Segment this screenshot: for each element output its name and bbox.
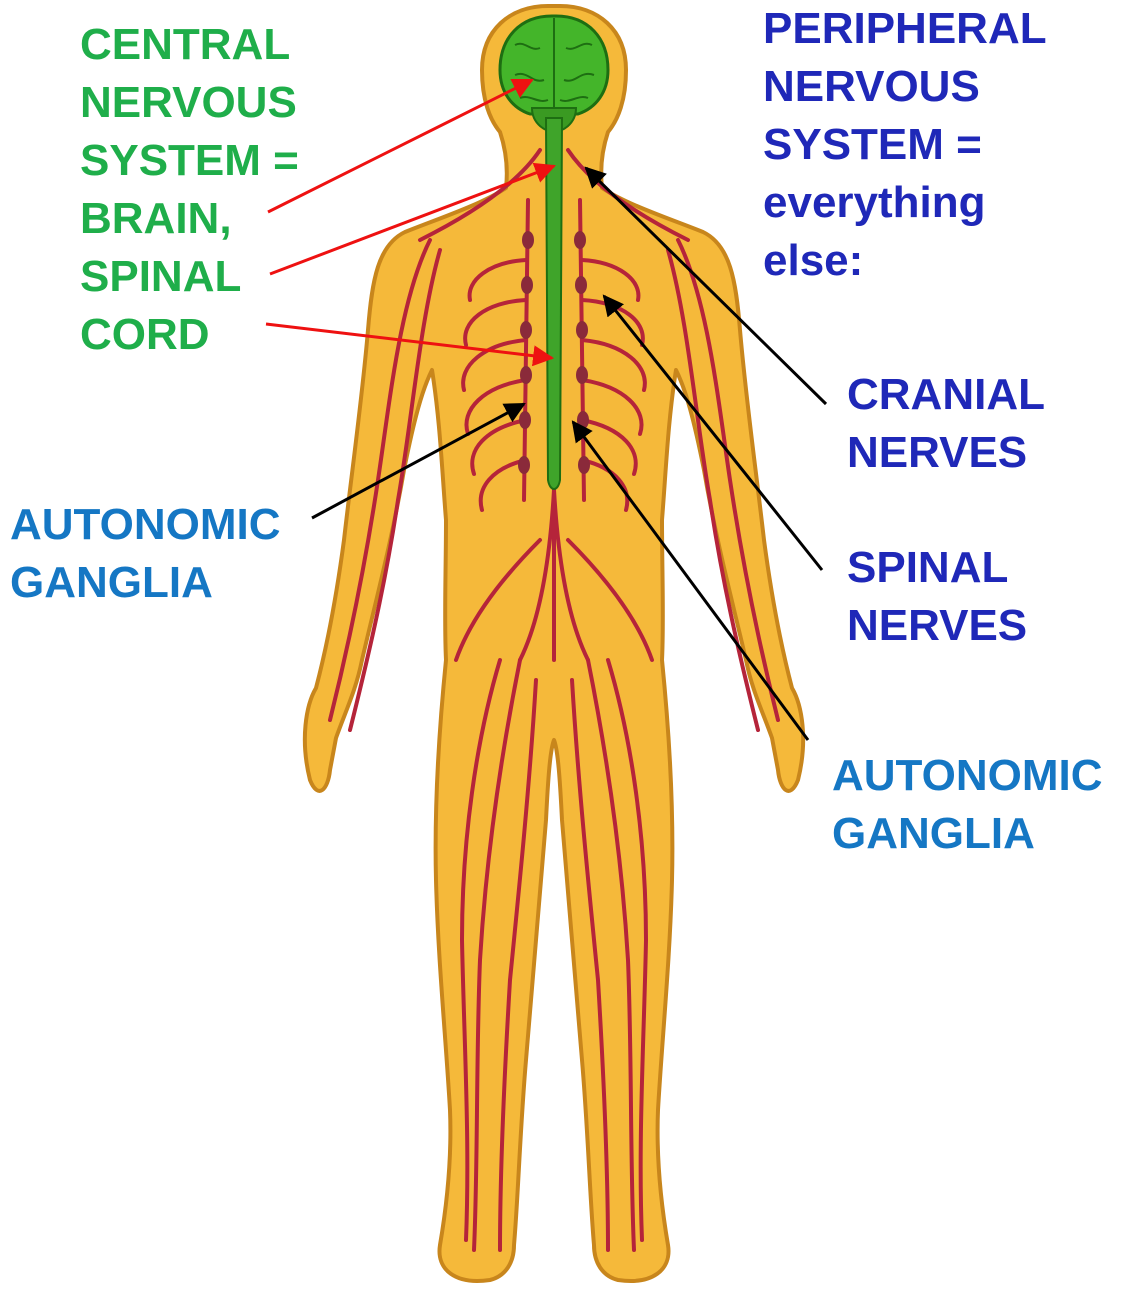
- cns-label-line: SYSTEM =: [80, 132, 299, 190]
- spinal-nerves-label: SPINAL NERVES: [847, 539, 1027, 655]
- ganglion: [522, 231, 534, 249]
- autonomic-ganglia-right-label-line: AUTONOMIC: [832, 747, 1103, 805]
- spinal-cord: [546, 118, 562, 489]
- autonomic-ganglia-left-label-line: AUTONOMIC: [10, 496, 281, 554]
- autonomic-ganglia-right-label-line: GANGLIA: [832, 805, 1103, 863]
- ganglion: [520, 321, 532, 339]
- ganglion: [519, 411, 531, 429]
- ganglion: [520, 366, 532, 384]
- cns-label: CENTRAL NERVOUS SYSTEM = BRAIN, SPINAL C…: [80, 16, 299, 364]
- ganglion: [578, 456, 590, 474]
- cranial-nerves-label: CRANIAL NERVES: [847, 366, 1045, 482]
- ganglion: [521, 276, 533, 294]
- ganglion: [575, 276, 587, 294]
- ganglion: [574, 231, 586, 249]
- pns-label: PERIPHERAL NERVOUS SYSTEM = everything e…: [763, 0, 1047, 290]
- autonomic-ganglia-left-label: AUTONOMIC GANGLIA: [10, 496, 281, 612]
- ganglion: [576, 321, 588, 339]
- pns-label-line: else:: [763, 232, 1047, 290]
- autonomic-ganglia-left-label-line: GANGLIA: [10, 554, 281, 612]
- pns-label-line: PERIPHERAL: [763, 0, 1047, 58]
- spinal-nerves-label-line: SPINAL: [847, 539, 1027, 597]
- ganglion: [518, 456, 530, 474]
- cns-label-line: CORD: [80, 306, 299, 364]
- cns-label-line: BRAIN,: [80, 190, 299, 248]
- cranial-nerves-label-line: NERVES: [847, 424, 1045, 482]
- ganglion: [576, 366, 588, 384]
- pns-label-line: everything: [763, 174, 1047, 232]
- cranial-nerves-label-line: CRANIAL: [847, 366, 1045, 424]
- pns-label-line: SYSTEM =: [763, 116, 1047, 174]
- ganglion: [577, 411, 589, 429]
- spinal-nerves-label-line: NERVES: [847, 597, 1027, 655]
- cns-label-line: SPINAL: [80, 248, 299, 306]
- autonomic-ganglia-right-label: AUTONOMIC GANGLIA: [832, 747, 1103, 863]
- pointer-brain: [268, 80, 532, 212]
- cns-label-line: CENTRAL: [80, 16, 299, 74]
- cns-label-line: NERVOUS: [80, 74, 299, 132]
- pns-label-line: NERVOUS: [763, 58, 1047, 116]
